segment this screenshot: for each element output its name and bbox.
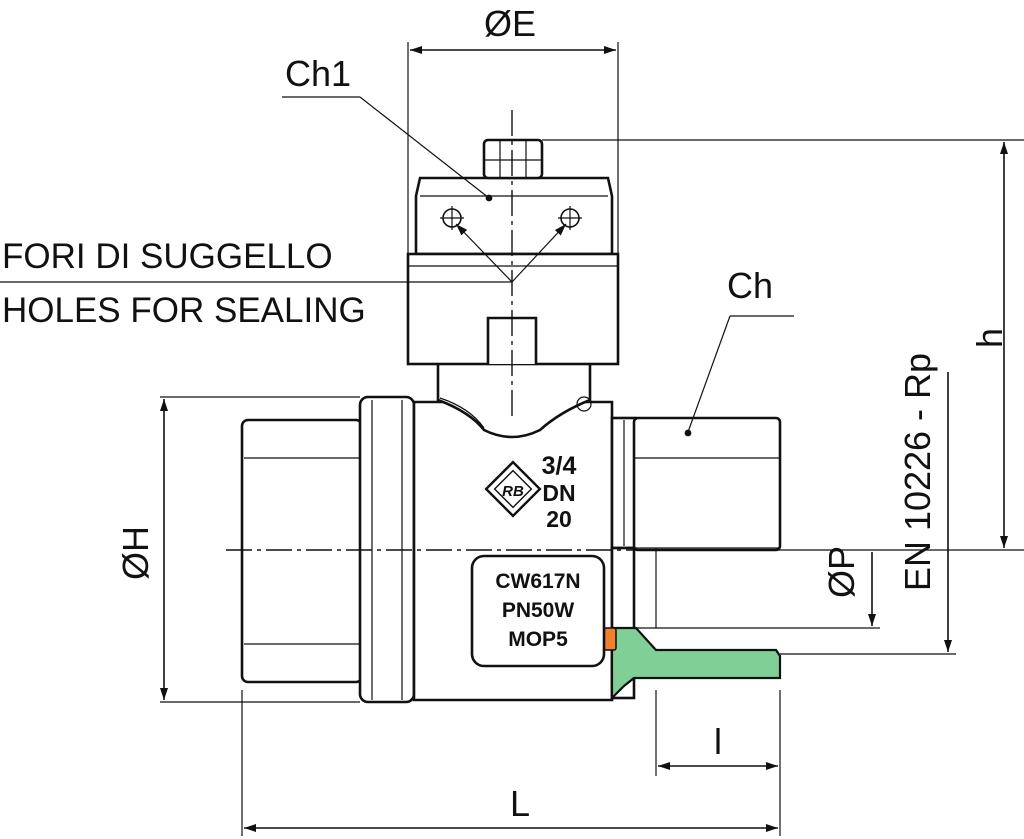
marking-pressure: PN50W bbox=[502, 599, 575, 622]
marking-dn-value: 20 bbox=[546, 506, 572, 532]
valve-body: RB bbox=[240, 365, 782, 704]
dimension-lines bbox=[160, 42, 1024, 836]
marking-size: 3/4 bbox=[542, 452, 577, 480]
thread-standard-label: EN 10226 - Rp bbox=[897, 353, 938, 591]
dim-l-label: L bbox=[510, 783, 530, 824]
holes-label-it: FORI DI SUGGELLO bbox=[2, 237, 333, 276]
marking-plate bbox=[470, 554, 606, 668]
dim-h-label: h bbox=[969, 328, 1010, 348]
marking-dn: DN bbox=[542, 480, 575, 506]
leader-lines bbox=[0, 96, 794, 437]
sealing-hole-left-icon bbox=[440, 206, 464, 230]
dim-ch-label: Ch bbox=[727, 265, 773, 306]
pipe-section bbox=[610, 626, 782, 701]
marking-material: CW617N bbox=[495, 570, 580, 593]
dim-l-small-label: l bbox=[714, 721, 722, 762]
right-hex-end bbox=[632, 416, 782, 552]
center-lines bbox=[226, 110, 640, 551]
dim-hd-label: ØH bbox=[115, 526, 156, 580]
sealing-hole-right-icon bbox=[558, 206, 582, 230]
left-hex-end bbox=[240, 418, 364, 684]
marking-mop: MOP5 bbox=[508, 628, 568, 651]
sealing-cap bbox=[406, 138, 620, 366]
top-nut bbox=[482, 138, 544, 180]
dim-ch1-label: Ch1 bbox=[285, 53, 351, 94]
brand-logo-icon: RB bbox=[484, 460, 542, 518]
dim-e-label: ØE bbox=[484, 3, 536, 44]
dim-p-label: ØP bbox=[821, 546, 862, 598]
svg-text:RB: RB bbox=[502, 483, 524, 500]
holes-label-en: HOLES FOR SEALING bbox=[2, 291, 366, 330]
seal-ring bbox=[603, 627, 617, 651]
